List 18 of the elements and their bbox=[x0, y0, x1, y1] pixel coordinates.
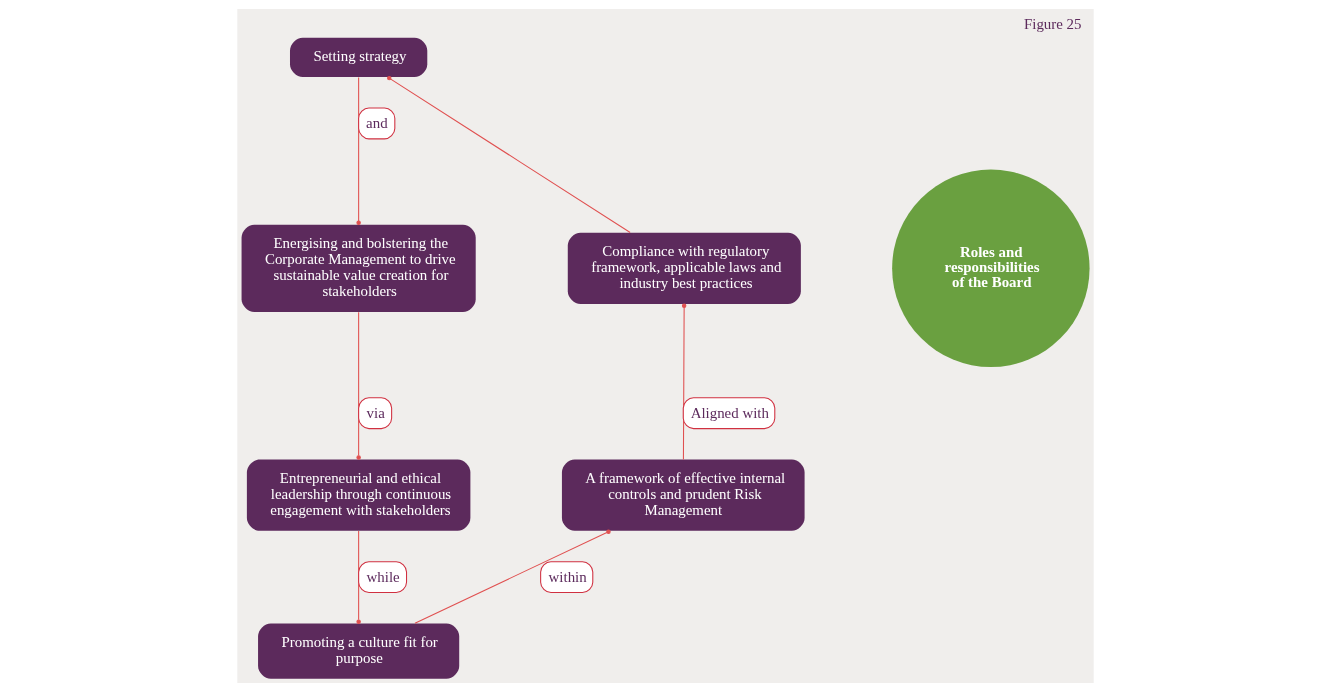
edge-label: Aligned with bbox=[690, 404, 769, 421]
node-box: Entrepreneurial and ethical leadership through continuous engagement with stakeholders bbox=[246, 459, 471, 531]
node-box: Energising and bolstering the Corporate Management to drive sustainable value creation for stakeholders bbox=[241, 224, 476, 312]
node-box: Compliance with regulatory framework, applicable laws and industry best practices bbox=[567, 232, 801, 304]
diagram-title: Figure 25 bbox=[1023, 15, 1082, 32]
connector bbox=[356, 311, 361, 460]
node-circle: Roles and responsibilities of the Board bbox=[892, 169, 1090, 367]
edge-label: via bbox=[366, 404, 385, 421]
connector bbox=[414, 528, 611, 624]
connector bbox=[356, 76, 361, 225]
connector bbox=[681, 302, 687, 460]
node-box: Setting strategy bbox=[290, 37, 428, 77]
connector bbox=[387, 75, 631, 233]
node-box: A framework of effective internal controls and prudent Risk Management bbox=[561, 459, 805, 531]
edge-label: within bbox=[548, 568, 587, 585]
edge-label: and bbox=[366, 114, 388, 131]
edge-label: while bbox=[366, 568, 400, 585]
node-box: Promoting a culture fit for purpose bbox=[258, 622, 460, 679]
